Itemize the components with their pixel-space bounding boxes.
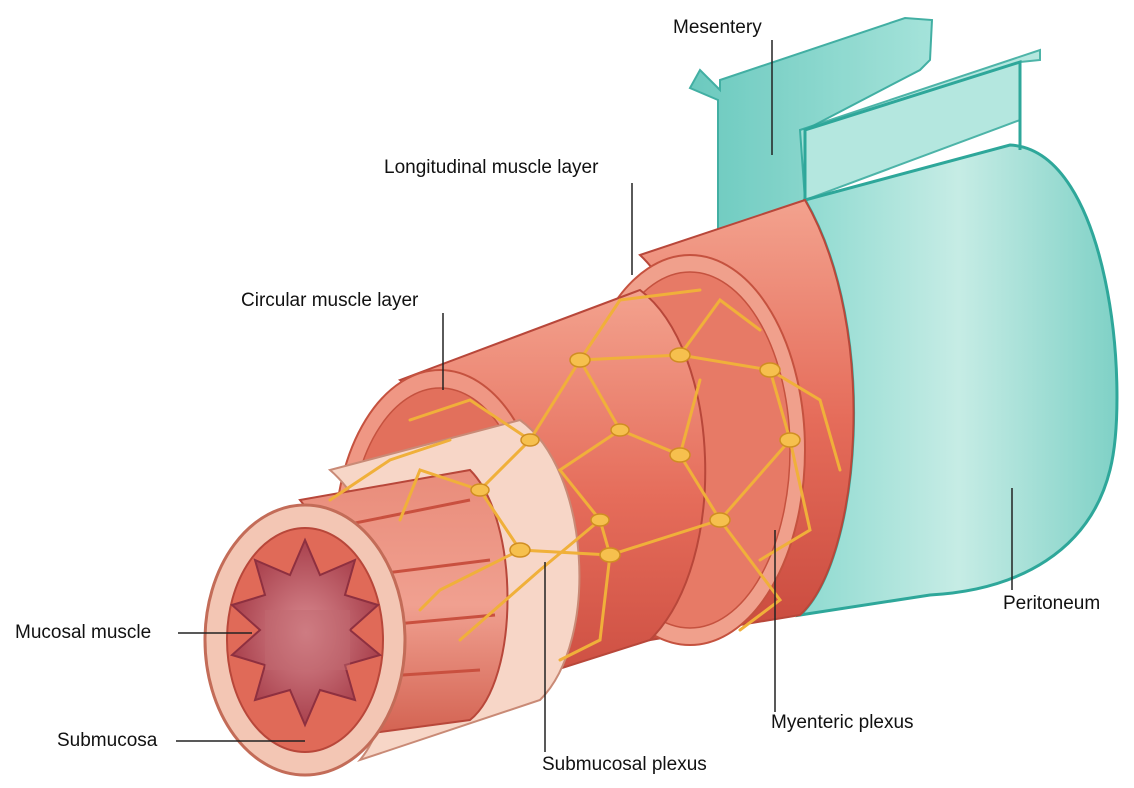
label-mesentery: Mesentery <box>673 17 762 38</box>
label-submucosa: Submucosa <box>57 730 158 751</box>
label-submucosal-plexus: Submucosal plexus <box>542 754 707 775</box>
label-peritoneum: Peritoneum <box>1003 593 1101 614</box>
label-longitudinal-muscle-layer: Longitudinal muscle layer <box>384 157 599 178</box>
label-myenteric-plexus: Myenteric plexus <box>771 712 914 733</box>
nerve-ganglia <box>470 347 801 563</box>
leader-lines <box>176 40 1013 752</box>
mucosal-lumen-star <box>230 537 383 728</box>
mesentery-sheet <box>688 16 1041 242</box>
front-cross-section <box>203 503 407 777</box>
label-mucosal-muscle: Mucosal muscle <box>15 622 152 643</box>
nerve-plexus-network <box>328 288 842 662</box>
label-circular-muscle-layer: Circular muscle layer <box>241 290 419 311</box>
